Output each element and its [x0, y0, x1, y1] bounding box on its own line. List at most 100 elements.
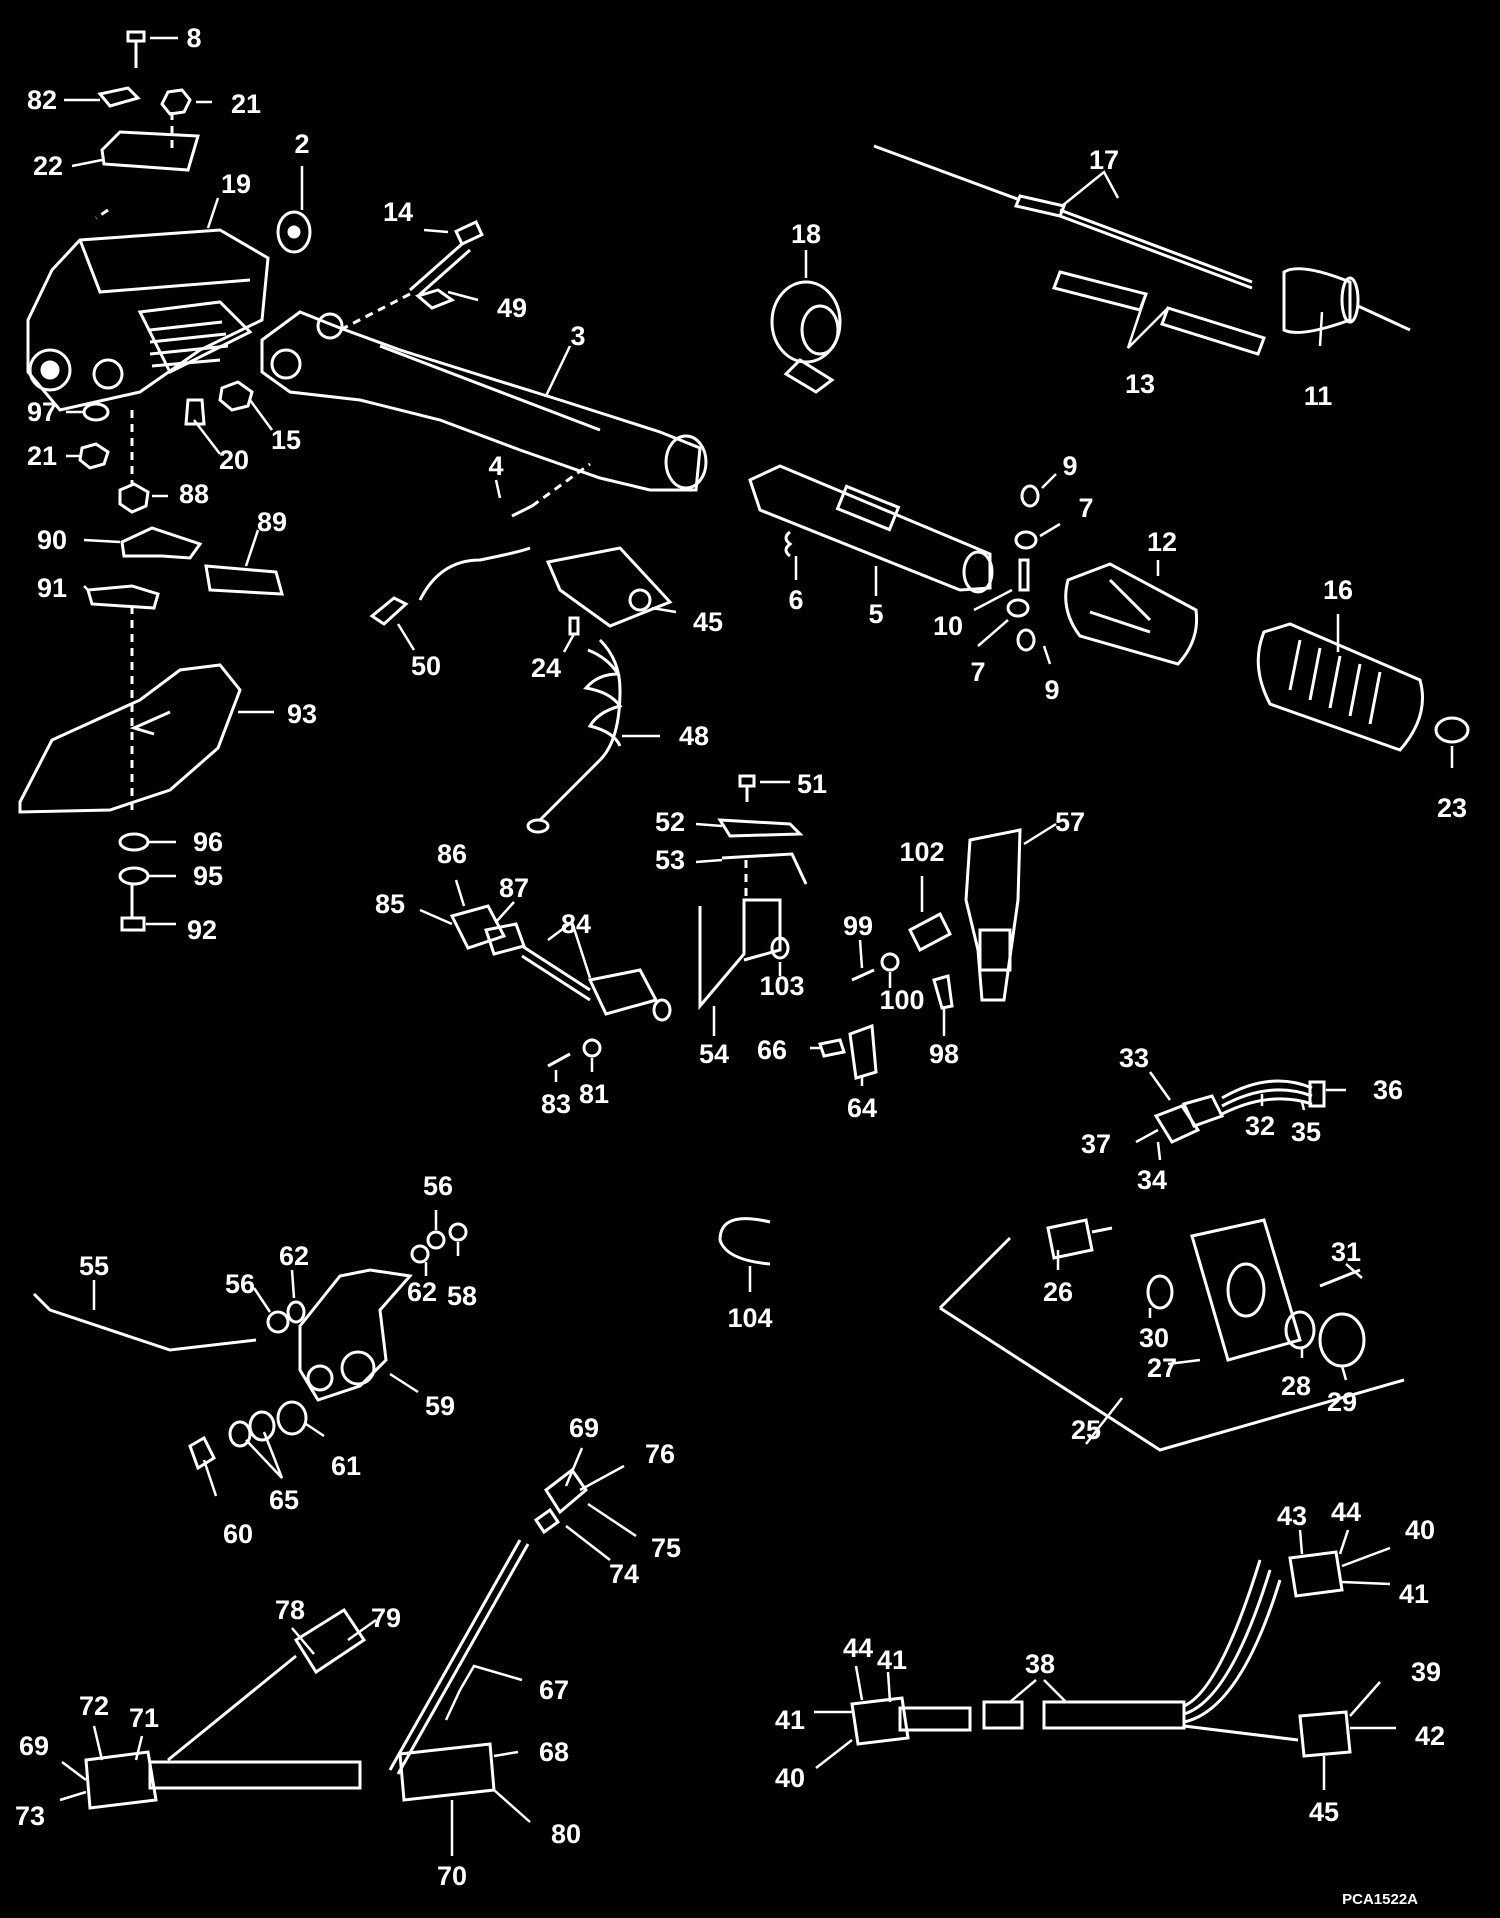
nut-56-right [426, 1230, 446, 1250]
spring-53 [721, 852, 808, 885]
callout-72: 72 [79, 1691, 109, 1721]
grip-12 [1064, 562, 1199, 666]
callout-7b: 7 [970, 657, 985, 687]
callout-48: 48 [679, 721, 709, 751]
nut-21-top [160, 88, 192, 116]
nut-21-low [78, 442, 110, 470]
plate-22 [100, 130, 200, 172]
bolt-60 [188, 1435, 216, 1471]
harness-38 [850, 1550, 1352, 1758]
housing-19 [26, 228, 270, 412]
callout-20: 20 [219, 445, 249, 475]
callout-85: 85 [375, 889, 405, 919]
callout-19: 19 [221, 169, 251, 199]
plate-52 [717, 818, 804, 838]
callout-29: 29 [1327, 1387, 1357, 1417]
bolt-8 [126, 30, 146, 68]
callout-73: 73 [15, 1801, 45, 1831]
callout-12: 12 [1147, 527, 1177, 557]
callout-24: 24 [531, 653, 561, 683]
callout-35: 35 [1291, 1117, 1321, 1147]
callout-74: 74 [609, 1559, 639, 1589]
callout-44b: 44 [843, 1633, 873, 1663]
callout-69a: 69 [569, 1413, 599, 1443]
throttle-arm-59 [298, 1268, 413, 1402]
sleeve-11 [1282, 267, 1411, 334]
callout-56a: 56 [423, 1171, 453, 1201]
callout-81: 81 [579, 1079, 609, 1109]
callout-104: 104 [727, 1303, 772, 1333]
callout-39: 39 [1411, 1657, 1441, 1687]
callout-87: 87 [499, 873, 529, 903]
callout-27: 27 [1147, 1353, 1177, 1383]
callout-49: 49 [497, 293, 527, 323]
callout-34: 34 [1137, 1165, 1167, 1195]
callout-91: 91 [37, 573, 67, 603]
callout-6: 6 [788, 585, 803, 615]
callout-40a: 40 [1405, 1515, 1435, 1545]
washer-7-low [1006, 598, 1030, 618]
washer-97 [82, 402, 110, 422]
callout-42: 42 [1415, 1721, 1445, 1751]
sleeve-13a [1052, 270, 1148, 312]
callout-41b: 41 [877, 1645, 907, 1675]
callout-59: 59 [425, 1391, 455, 1421]
callout-66: 66 [757, 1035, 787, 1065]
callout-65: 65 [269, 1485, 299, 1515]
callout-97: 97 [27, 397, 57, 427]
callout-18: 18 [791, 219, 821, 249]
washer-100 [880, 952, 900, 972]
screw-83 [547, 1052, 571, 1068]
wire-104 [718, 1217, 771, 1266]
callout-21a: 21 [231, 89, 261, 119]
cable-17 [873, 144, 1253, 290]
callout-21b: 21 [27, 441, 57, 471]
callout-22: 22 [33, 151, 63, 181]
callout-13: 13 [1125, 369, 1155, 399]
callout-64: 64 [847, 1093, 877, 1123]
washer-96 [118, 832, 150, 852]
tiller-arm-3 [260, 310, 708, 492]
switch-84 [449, 904, 672, 1022]
callout-25: 25 [1071, 1415, 1101, 1445]
switch-57 [964, 828, 1022, 1002]
callout-30: 30 [1139, 1323, 1169, 1353]
nut-103 [770, 936, 790, 960]
callout-56b: 56 [225, 1269, 255, 1299]
callout-80: 80 [551, 1819, 581, 1849]
nut-9-low [1016, 628, 1036, 652]
lanyard-48 [526, 638, 623, 834]
callout-45a: 45 [693, 607, 723, 637]
callout-55: 55 [79, 1251, 109, 1281]
callout-53: 53 [655, 845, 685, 875]
washer-62-right [410, 1244, 430, 1264]
callout-103: 103 [759, 971, 804, 1001]
callout-4: 4 [488, 451, 503, 481]
callout-76: 76 [645, 1439, 675, 1469]
callout-69b: 69 [19, 1731, 49, 1761]
tube-89 [204, 564, 284, 596]
callout-62b: 62 [407, 1277, 437, 1307]
washer-95 [118, 866, 150, 886]
callout-36: 36 [1373, 1075, 1403, 1105]
callout-88: 88 [179, 479, 209, 509]
washer-7-top [1014, 530, 1038, 550]
callout-7a: 7 [1078, 493, 1093, 523]
friction-plate-93 [18, 663, 242, 814]
screw-66 [818, 1038, 846, 1058]
callout-68: 68 [539, 1737, 569, 1767]
callout-100: 100 [879, 985, 924, 1015]
washer-65b [248, 1410, 276, 1442]
callout-8: 8 [186, 23, 201, 53]
callout-31: 31 [1331, 1237, 1361, 1267]
plate-91 [86, 584, 160, 610]
sleeve-13b [1160, 306, 1266, 356]
pin-10 [1018, 558, 1030, 592]
callout-83: 83 [541, 1089, 571, 1119]
callout-58: 58 [447, 1281, 477, 1311]
callout-51: 51 [797, 769, 827, 799]
callout-16: 16 [1323, 575, 1353, 605]
callout-28: 28 [1281, 1371, 1311, 1401]
callout-11: 11 [1304, 381, 1333, 411]
